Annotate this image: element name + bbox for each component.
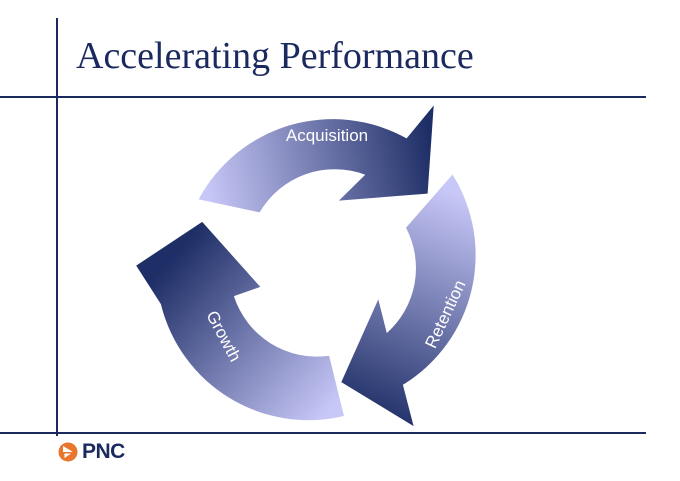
vertical-rule — [56, 18, 58, 436]
acquisition-label: Acquisition — [286, 126, 368, 145]
acquisition-arrow — [198, 105, 434, 213]
title-rule — [0, 96, 646, 98]
cycle-arrows — [136, 105, 476, 427]
pnc-logo-icon — [58, 442, 78, 462]
growth-arrow — [136, 221, 344, 421]
pnc-logo-mark-top — [63, 446, 73, 452]
pnc-logo: PNC — [58, 438, 125, 466]
slide-title: Accelerating Performance — [76, 35, 474, 77]
pnc-logo-text: PNC — [82, 440, 125, 463]
pnc-logo-mark-bottom — [64, 453, 71, 458]
retention-arrow — [341, 174, 476, 427]
footer-rule — [0, 432, 646, 434]
